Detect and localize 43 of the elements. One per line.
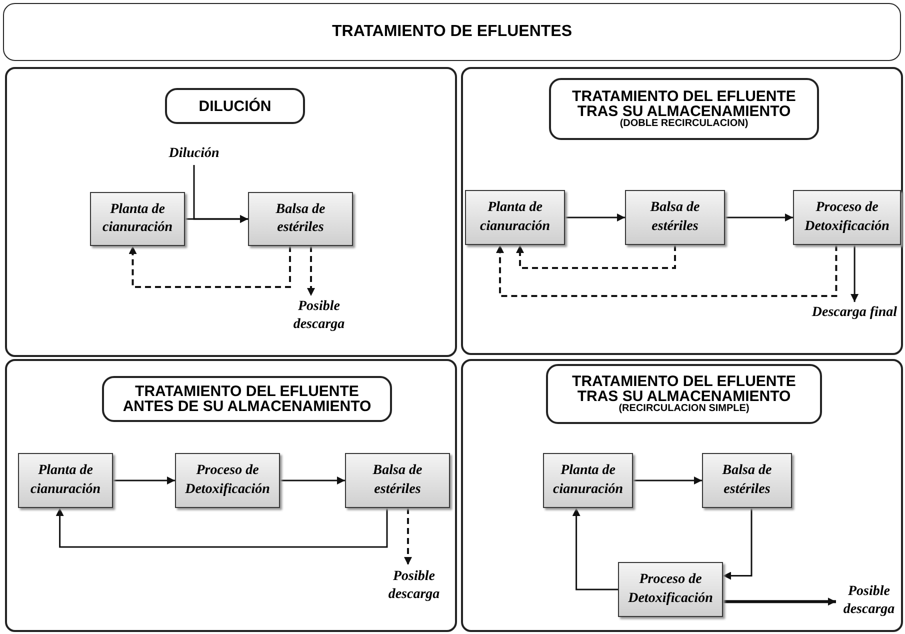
- panel-frame: [461, 359, 903, 632]
- process-box: Planta de cianuración: [18, 453, 113, 508]
- arrow: [516, 245, 676, 269]
- title-banner: TRATAMIENTO DE EFLUENTES: [3, 3, 901, 61]
- flow-label: Dilución: [158, 143, 230, 165]
- panel-frame: [461, 67, 903, 355]
- panel-frame: [5, 359, 457, 632]
- panel-heading: TRATAMIENTO DEL EFLUENTE TRAS SU ALMACENAMIENTO: [571, 374, 797, 404]
- process-box: Proceso de Detoxificación: [175, 453, 280, 508]
- arrow: [56, 508, 388, 548]
- panel-heading: DILUCIÓN: [198, 98, 272, 114]
- panel-heading: TRATAMIENTO DEL EFLUENTE TRAS SU ALMACENAMIENTO: [571, 89, 797, 119]
- arrow: [280, 476, 345, 484]
- process-box: Balsa de estériles: [702, 453, 792, 508]
- panel-subheading: (RECIRCULACION SIMPLE): [618, 404, 750, 414]
- process-box: Planta de cianuración: [543, 453, 633, 508]
- arrow: [565, 214, 625, 222]
- panel-frame: [5, 67, 457, 357]
- arrow: [307, 246, 315, 296]
- flow-label: Posible descarga: [378, 565, 450, 607]
- arrow: [185, 215, 248, 223]
- process-box: Balsa de estériles: [248, 192, 353, 246]
- process-box: Proceso de Detoxificación: [618, 562, 723, 617]
- process-box: Balsa de estériles: [625, 190, 725, 245]
- arrow: [633, 476, 702, 484]
- arrow: [404, 508, 412, 565]
- process-box: Balsa de estériles: [345, 453, 450, 508]
- flow-label: Posible descarga: [836, 580, 902, 622]
- panel-subheading: (DOBLE RECIRCULACION): [620, 119, 748, 129]
- arrow: [723, 508, 752, 580]
- flow-label: Descarga final: [808, 302, 901, 324]
- process-box: Planta de cianuración: [90, 192, 185, 246]
- process-box: Planta de cianuración: [465, 190, 565, 245]
- flow-label: Posible descarga: [283, 296, 355, 336]
- arrow: [723, 598, 836, 606]
- arrow: [128, 246, 291, 288]
- arrow: [725, 214, 793, 222]
- panel-heading: TRATAMIENTO DEL EFLUENTE ANTES DE SU ALMACENAMIENTO: [122, 384, 372, 414]
- arrow: [113, 476, 175, 484]
- arrow: [496, 245, 838, 297]
- arrow: [572, 508, 618, 590]
- process-box: Proceso de Detoxificación: [793, 190, 901, 245]
- arrow: [850, 245, 859, 302]
